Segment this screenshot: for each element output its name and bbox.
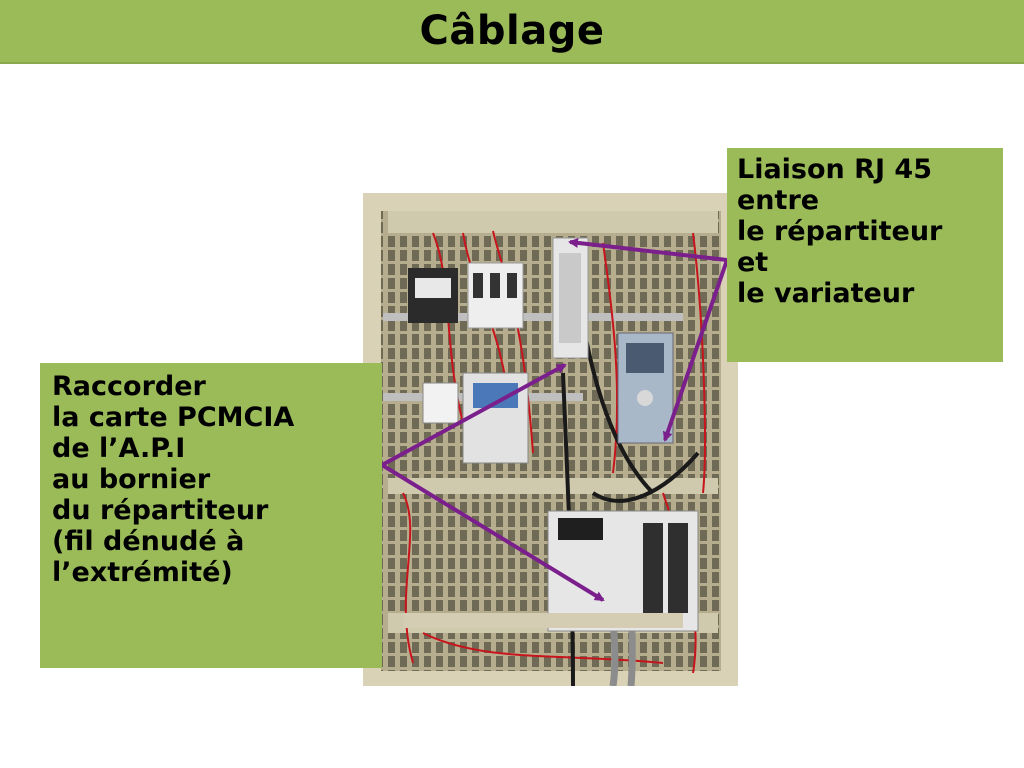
slide-title: Câblage — [419, 8, 605, 54]
callout-line: Liaison RJ 45 — [737, 154, 932, 185]
callout-line: le variateur — [737, 278, 915, 309]
callout-line: (fil dénudé à — [52, 526, 245, 557]
callout-pcmcia-connection: Raccorder la carte PCMCIA de l’A.P.I au … — [40, 363, 382, 668]
callout-rj45-link: Liaison RJ 45 entre le répartiteur et le… — [727, 148, 1003, 362]
title-bar: Câblage — [0, 0, 1024, 64]
callout-line: entre — [737, 185, 820, 216]
callout-line: la carte PCMCIA — [52, 402, 295, 433]
cabinet-photo — [363, 193, 738, 686]
callout-line: le répartiteur — [737, 216, 943, 247]
callout-line: et — [737, 247, 769, 278]
callout-line: l’extrémité) — [52, 557, 233, 588]
callout-line: du répartiteur — [52, 495, 269, 526]
callout-line: de l’A.P.I — [52, 433, 186, 464]
callout-line: Raccorder — [52, 371, 206, 402]
callout-line: au bornier — [52, 464, 211, 495]
